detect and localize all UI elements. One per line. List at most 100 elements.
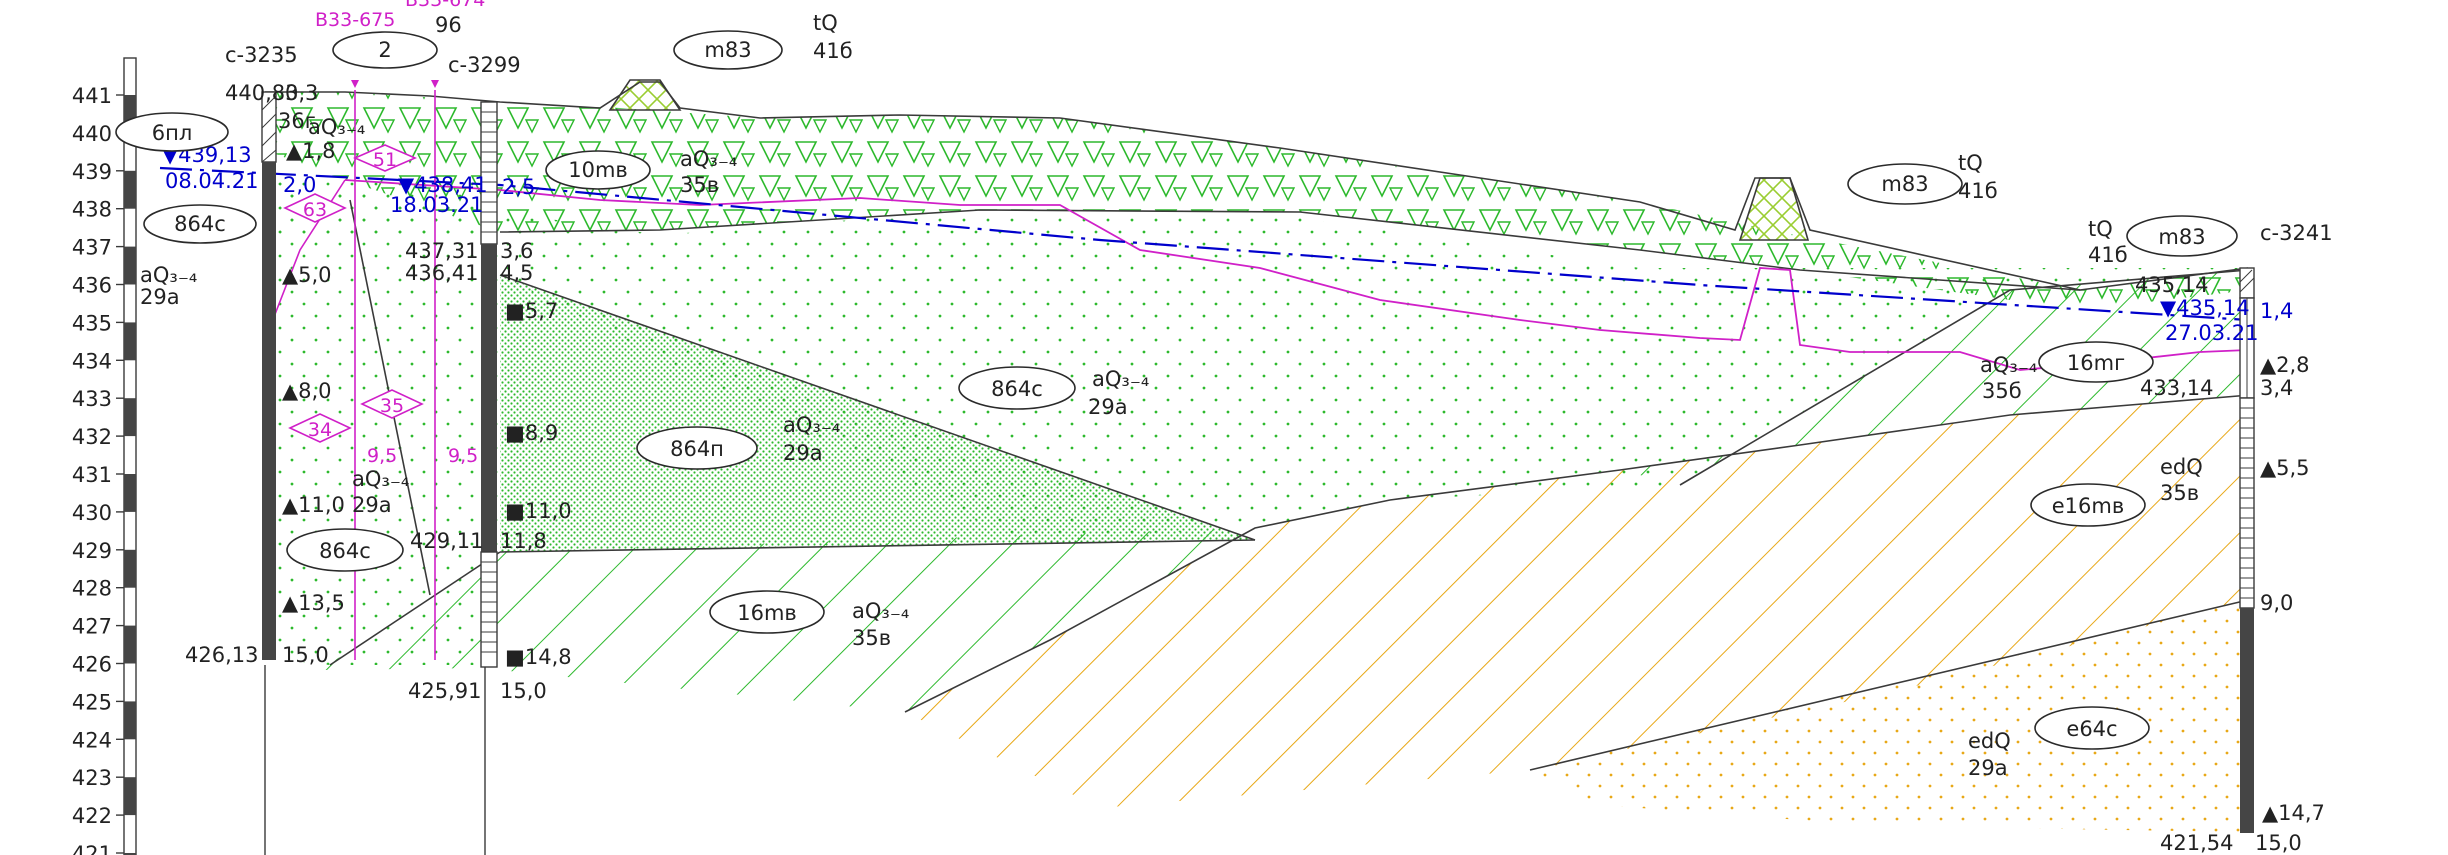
depth-scale-label: 426 — [72, 653, 112, 677]
borehole-1-water-depth: 2,0 — [283, 173, 316, 197]
groundwater-line — [159, 166, 2249, 322]
old-well-1-sub: 2 — [378, 38, 391, 62]
layers — [159, 79, 2251, 855]
borehole-2-layer3-depth: 11,8 — [500, 529, 547, 553]
borehole-1-id: с-3235 — [225, 43, 298, 67]
depth-scale-label: 440 — [72, 122, 112, 146]
tag-fill-6pl: 6пл — [152, 121, 193, 145]
layer-alluvial-16mg — [1620, 270, 2248, 485]
depth-scale-segment — [124, 777, 136, 816]
depth-scale-label: 441 — [72, 84, 112, 108]
tag-loam-16mg: 16mг — [2067, 351, 2125, 375]
borehole-1-water-date: 08.04.21 — [165, 169, 259, 193]
boundary-16mg — [1679, 269, 2249, 486]
sample-tag-51: 51 — [373, 149, 397, 171]
borehole-1-sample-1: ▲1,8 — [286, 139, 336, 163]
depth-scale-label: 421 — [72, 842, 112, 855]
borehole-3-layer2-depth: 3,4 — [2260, 376, 2293, 400]
ground-surface — [265, 81, 2249, 291]
borehole-2-water-level: ▼438,41 — [398, 173, 488, 197]
depth-scale-segment — [124, 246, 136, 285]
tag-loam-16mg-age: aQ₃₋₄ — [1980, 353, 2037, 377]
borehole-2-sample-2: ■8,9 — [505, 421, 558, 445]
tag-loam-864p-age: aQ₃₋₄ — [783, 413, 840, 437]
borehole-1-top-elev: 440,83 — [225, 81, 298, 105]
boundary-864p-bottom — [499, 539, 1256, 553]
old-wells: В33-675 В33-674 96 2 — [315, 0, 485, 88]
tag-tq-a-n: 41б — [813, 39, 853, 63]
tag-eluv-64c: е64с — [2066, 717, 2117, 741]
borehole-1-top-bed: 36г — [278, 109, 316, 133]
tag-eluv-16mv-n: 35в — [2160, 481, 2199, 505]
tag-tq-b: tQ — [1958, 151, 1983, 175]
borehole-1-sample-3: ▲8,0 — [282, 379, 332, 403]
borehole-1-sample-2: ▲5,0 — [282, 263, 332, 287]
old-well-2-sub: 96 — [435, 13, 462, 37]
depth-scale-segment — [124, 853, 136, 855]
sample-tags: 51 63 34 35 9,5 9,5 — [283, 144, 478, 467]
depth-scale-label: 431 — [72, 463, 112, 487]
tag-loam-16mg-n: 35б — [1982, 379, 2022, 403]
sample-tag-34: 34 — [308, 419, 332, 441]
bulk-bottom — [499, 209, 2081, 291]
depth-scale-segment — [124, 701, 136, 740]
borehole-2-layer-top-elev: 437,31 — [405, 239, 478, 263]
boundary-eluvial-dots — [1529, 599, 2249, 771]
tag-tq-a: tQ — [813, 11, 838, 35]
old-well-1-id: В33-675 — [315, 9, 395, 31]
borehole-1-sample-5: ▲13,5 — [282, 591, 345, 615]
sample-tag-95a: 9,5 — [367, 445, 397, 467]
layer-loam-864c — [280, 180, 2248, 540]
tag-loam-10mv: 10mв — [568, 158, 628, 182]
tag-loam-16mv: 16mв — [737, 601, 797, 625]
depth-scale-label: 430 — [72, 501, 112, 525]
depth-scale-segment — [124, 398, 136, 437]
borehole-3-bottom-elev: 421,54 — [2160, 831, 2233, 855]
tag-loam-864c-left-age: aQ₃₋₄ — [140, 263, 197, 287]
borehole-2-layer3-elev: 429,11 — [410, 529, 483, 553]
depth-scale-label: 425 — [72, 690, 112, 714]
tag-loam-864c-low-age: aQ₃₋₄ — [352, 467, 409, 491]
sample-tag-63: 63 — [303, 199, 327, 221]
borehole-3-bottom-depth: 15,0 — [2255, 831, 2302, 855]
borehole-3-water-level: ▼435,14 — [2160, 296, 2250, 320]
borehole-3-sample-1: ▲2,8 — [2260, 353, 2310, 377]
tag-eluv-64c-age: edQ — [1968, 729, 2011, 753]
borehole-3-layer-top-elev: 435,14 — [2135, 273, 2208, 297]
borehole-2-sample-1: ■5,7 — [505, 299, 558, 323]
borehole-2-sample-4: ■14,8 — [505, 645, 572, 669]
depth-scale-label: 434 — [72, 349, 112, 373]
wells-2021-line — [344, 179, 2249, 371]
borehole-2-layer-top-depth: 3,6 — [500, 239, 533, 263]
layer-bulk-fill — [265, 92, 2250, 310]
borehole-2-sample-3: ■11,0 — [505, 499, 572, 523]
borehole-1-top-depth: 0,3 — [285, 81, 318, 105]
depth-scale-label: 437 — [72, 236, 112, 260]
depth-scale-label: 438 — [72, 198, 112, 222]
depth-scale-label: 422 — [72, 804, 112, 828]
tag-loam-864p: 864п — [670, 437, 724, 461]
tag-loam-864c-left-n: 29а — [140, 285, 180, 309]
borehole-2-layer2-elev: 436,41 — [405, 261, 478, 285]
depth-scale-segment — [124, 474, 136, 512]
tag-tq-c-n: 41б — [2088, 243, 2128, 267]
layer-eluvial-hatched — [905, 395, 2250, 808]
depth-scale-label: 436 — [72, 274, 112, 298]
depth-scale-label: 439 — [72, 160, 112, 184]
tag-loam-10mv-n: 35в — [680, 173, 719, 197]
tag-loam-864c-low: 864с — [319, 539, 371, 563]
boundary-left-low — [329, 551, 501, 666]
tag-eluv-16mv: е16mв — [2052, 494, 2124, 518]
depth-scale-label: 428 — [72, 577, 112, 601]
layer-eluvial-dotted — [1530, 600, 2248, 832]
mound-m83-right — [1738, 177, 1810, 241]
tag-top-aq: aQ₃₋₄ — [308, 115, 365, 139]
borehole-2-water-date: 18.03.21 — [390, 193, 484, 217]
borehole-2-water-depth: 2,5 — [502, 175, 535, 199]
borehole-3-sample-2: ▲5,5 — [2260, 456, 2310, 480]
tag-m83-c: m83 — [2158, 225, 2205, 249]
borehole-2-bottom-depth: 15,0 — [500, 679, 547, 703]
mound-m83-left — [608, 79, 682, 111]
borehole-1-bottom-depth: 15,0 — [282, 643, 329, 667]
